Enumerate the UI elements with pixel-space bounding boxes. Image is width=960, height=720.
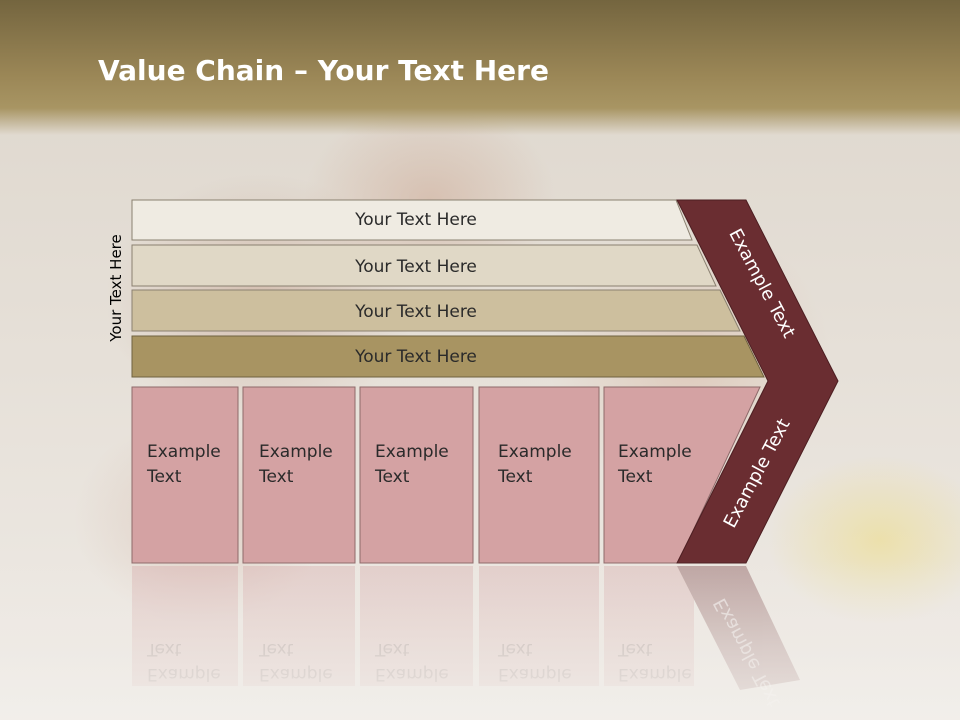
bar-1-label: Your Text Here xyxy=(354,210,477,230)
cell-1-line2-reflection: Text xyxy=(147,639,182,659)
cell-5-line1-reflection: Example xyxy=(618,664,692,684)
cell-3 xyxy=(359,386,474,564)
bar-3 xyxy=(131,289,741,332)
cell-3-line1-reflection: Example xyxy=(375,664,449,684)
cell-3-line2: Text xyxy=(375,467,410,487)
bar-1 xyxy=(131,199,693,241)
cell-4-line1: Example xyxy=(498,442,572,462)
cell-4 xyxy=(478,386,600,564)
header-band xyxy=(0,0,960,135)
cell-1-line1: Example xyxy=(147,442,221,462)
cell-1-line2: Text xyxy=(147,467,182,487)
cell-3-line2-reflection: Text xyxy=(375,639,410,659)
cell-2-line1: Example xyxy=(259,442,333,462)
bar-2 xyxy=(131,244,717,287)
cell-2-line1-reflection: Example xyxy=(259,664,333,684)
cell-5-line2-reflection: Text xyxy=(618,639,653,659)
cell-4-line1-reflection: Example xyxy=(498,664,572,684)
cell-5-line1: Example xyxy=(618,442,692,462)
bar-3-label: Your Text Here xyxy=(354,302,477,322)
cell-2-line2-reflection: Text xyxy=(259,639,294,659)
cell-1-line1-reflection: Example xyxy=(147,664,221,684)
bar-2-label: Your Text Here xyxy=(354,257,477,277)
cell-3-line1: Example xyxy=(375,442,449,462)
bar-4-label: Your Text Here xyxy=(354,347,477,367)
title-rest: – Your Text Here xyxy=(284,54,549,87)
cell-4-text-reflection: Example Text xyxy=(498,636,588,686)
cell-1 xyxy=(131,386,239,564)
cell-3-text-reflection: Example Text xyxy=(375,636,465,686)
cell-5-line2: Text xyxy=(618,467,653,487)
cell-2-text-reflection: Example Text xyxy=(259,636,349,686)
cell-4-line2: Text xyxy=(498,467,533,487)
slide-title: Value Chain – Your Text Here xyxy=(98,54,549,87)
cell-2-line2: Text xyxy=(259,467,294,487)
bar-4 xyxy=(131,335,765,378)
title-bold: Value Chain xyxy=(98,54,285,87)
cell-2 xyxy=(242,386,356,564)
cell-1-text-reflection: Example Text xyxy=(147,636,237,686)
cell-4-line2-reflection: Text xyxy=(498,639,533,659)
cell-5-text-reflection: Example Text xyxy=(618,636,708,686)
